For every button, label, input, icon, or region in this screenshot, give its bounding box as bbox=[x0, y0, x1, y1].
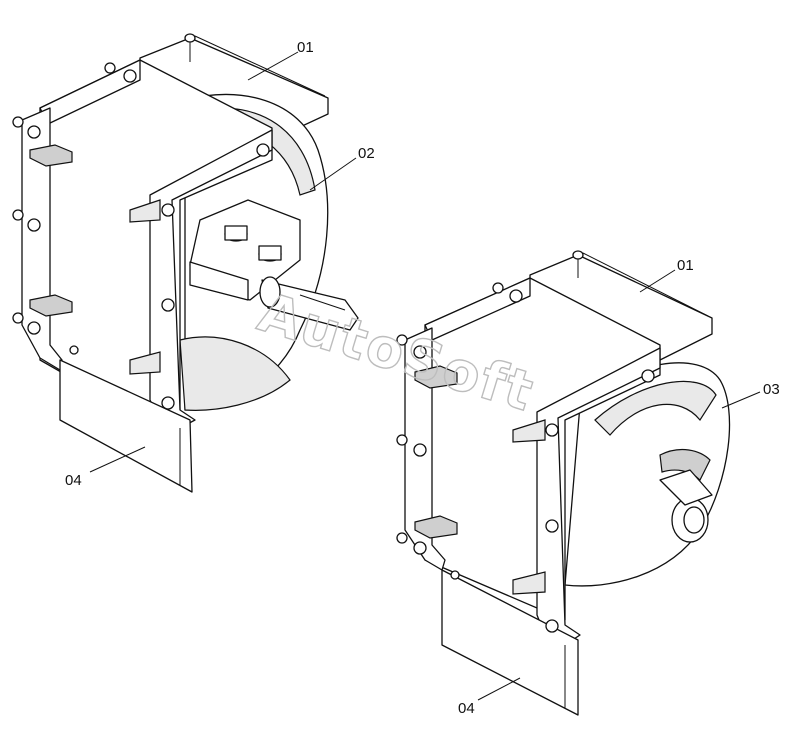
part-label-01-left: 01 bbox=[297, 39, 314, 56]
bolt-icon bbox=[12, 209, 24, 221]
bolt-icon bbox=[69, 345, 79, 355]
bolt-icon bbox=[161, 298, 175, 312]
bolt-icon bbox=[413, 443, 427, 457]
bolt-icon bbox=[396, 434, 408, 446]
bolt-icon bbox=[396, 532, 408, 544]
part-label-02: 02 bbox=[358, 145, 375, 162]
bolt-icon bbox=[27, 125, 41, 139]
left-shaft-coupling bbox=[189, 199, 359, 331]
bolt-icon bbox=[104, 62, 116, 74]
bolt-icon bbox=[12, 116, 24, 128]
left-side-plate bbox=[21, 107, 73, 371]
bolt-icon bbox=[12, 312, 24, 324]
bolt-icon bbox=[396, 334, 408, 346]
right-bolts bbox=[396, 282, 655, 633]
bolt-icon bbox=[161, 396, 175, 410]
part-label-04-right: 04 bbox=[458, 700, 475, 717]
bolt-icon bbox=[492, 282, 504, 294]
bolt-icon bbox=[161, 203, 175, 217]
bolt-icon bbox=[27, 321, 41, 335]
left-assembly bbox=[12, 33, 359, 493]
part-label-04-left: 04 bbox=[65, 472, 82, 489]
right-mud-flap bbox=[441, 569, 579, 716]
bolt-icon bbox=[545, 619, 559, 633]
right-disc bbox=[564, 362, 731, 587]
left-bolts bbox=[12, 62, 270, 410]
part-label-01-right: 01 bbox=[677, 257, 694, 274]
bolt-icon bbox=[413, 541, 427, 555]
bolt-icon bbox=[123, 69, 137, 83]
bolt-icon bbox=[413, 345, 427, 359]
part-label-03: 03 bbox=[763, 381, 780, 398]
bolt-icon bbox=[545, 423, 559, 437]
left-front-plate bbox=[129, 129, 273, 429]
bolt-icon bbox=[27, 218, 41, 232]
right-assembly bbox=[396, 250, 761, 716]
bolt-icon bbox=[509, 289, 523, 303]
bolt-icon bbox=[450, 570, 460, 580]
bolt-icon bbox=[256, 143, 270, 157]
left-mud-flap bbox=[59, 359, 193, 493]
bolt-icon bbox=[641, 369, 655, 383]
bolt-icon bbox=[545, 519, 559, 533]
